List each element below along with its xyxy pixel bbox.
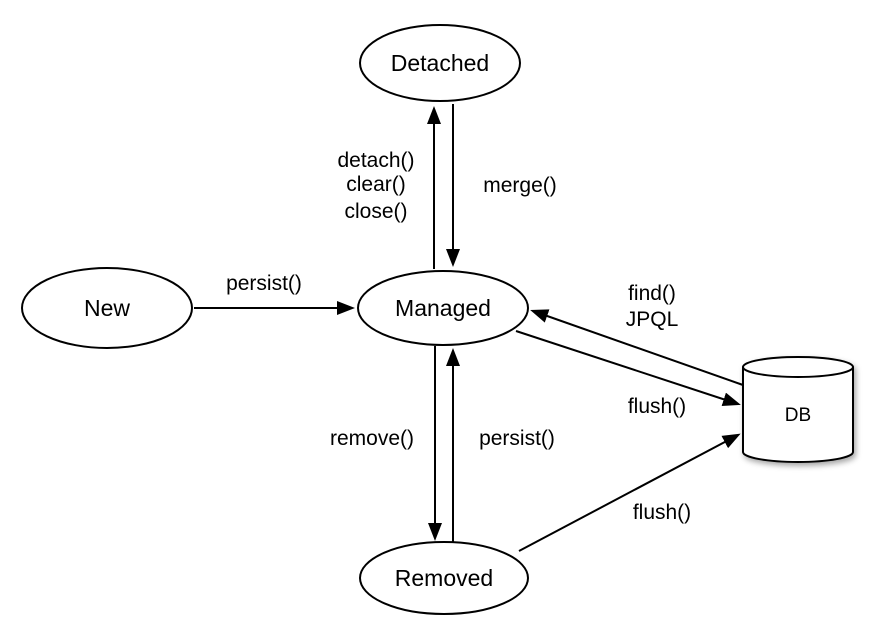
- edge-label-flush-upper: flush(): [628, 395, 686, 418]
- edge-flush-managed-to-db: [515, 330, 741, 406]
- node-detached-ellipse: [359, 24, 521, 102]
- db-cylinder-body: [742, 367, 854, 463]
- node-label-detached: Detached: [391, 50, 489, 76]
- node-label-removed: Removed: [395, 565, 493, 591]
- node-new-ellipse: [21, 267, 193, 349]
- edge-label-detach: detach(): [337, 149, 414, 172]
- node-detached: Detached: [359, 24, 521, 102]
- node-db: DB: [742, 356, 854, 463]
- edge-label-jpql: JPQL: [626, 308, 679, 331]
- edge-label-merge: merge(): [483, 174, 557, 197]
- db-cylinder-top: [742, 356, 854, 378]
- edge-find-db-to-managed: [530, 309, 744, 386]
- node-removed: Removed: [359, 541, 529, 615]
- node-removed-ellipse: [359, 541, 529, 615]
- edge-label-clear: clear(): [346, 173, 406, 196]
- node-label-managed: Managed: [395, 295, 491, 321]
- edge-flush-removed-to-db: [518, 433, 741, 552]
- node-label-db: DB: [785, 405, 811, 426]
- edge-label-remove: remove(): [330, 427, 414, 450]
- edge-label-persist-top: persist(): [226, 272, 302, 295]
- node-managed: Managed: [357, 270, 529, 346]
- node-label-new: New: [84, 295, 130, 321]
- edge-label-flush-lower: flush(): [633, 501, 691, 524]
- edge-label-find: find(): [628, 282, 676, 305]
- edge-label-persist-bottom: persist(): [479, 427, 555, 450]
- node-new: New: [21, 267, 193, 349]
- node-managed-ellipse: [357, 270, 529, 346]
- edge-label-close: close(): [344, 200, 407, 223]
